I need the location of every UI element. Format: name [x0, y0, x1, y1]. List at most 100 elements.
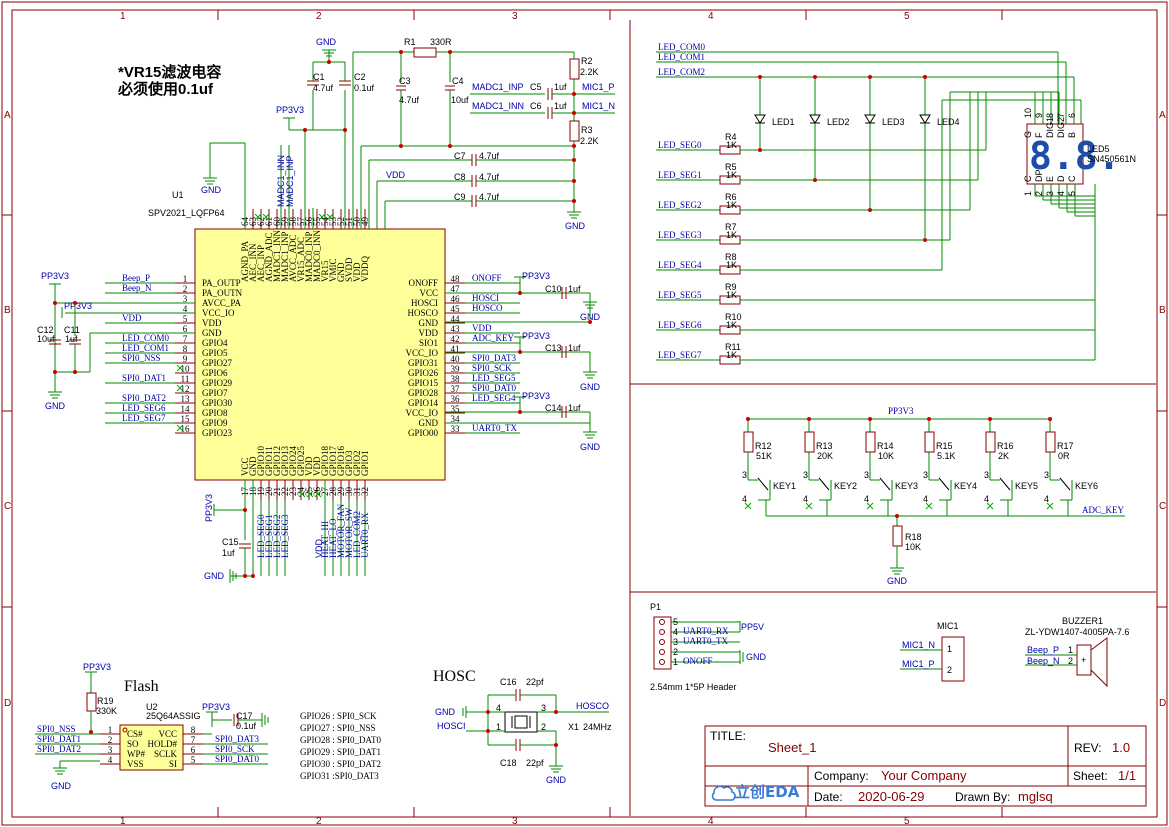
u1-net-label: LED_COM0 [122, 333, 169, 343]
u1-pin-name: GPIO16 [336, 445, 346, 476]
u1-pin-name: VDD [304, 456, 314, 476]
bottom-net-label: MOTOR_FAN [336, 503, 346, 558]
flash-pin-num: 2 [108, 735, 113, 745]
u1-pin-num: 36 [451, 394, 461, 404]
u1-pin-name: GPIO25 [296, 445, 306, 476]
hosc-gnd-left: GND [435, 707, 456, 717]
u1-pin-num: 54 [320, 217, 330, 227]
led-seg-label: LED_SEG0 [658, 140, 702, 150]
c1-ref: C1 [313, 72, 325, 82]
u1-pin-name: AEC_INP [256, 245, 266, 282]
drawn-key: Drawn By: [955, 790, 1010, 804]
u1-pin-name: GND [419, 418, 439, 428]
svg-text:2: 2 [541, 722, 546, 732]
p1-pp5v: PP5V [741, 622, 764, 632]
key-resistor [985, 431, 996, 453]
seg-resistor-value: 1K [726, 350, 737, 360]
pp3v3-top-label: PP3V3 [276, 105, 304, 115]
r2-value: 2.2K [580, 67, 599, 77]
key-resistor [865, 431, 876, 453]
u1-net-label: SPI0_NSS [122, 353, 161, 363]
u1-pin-name: GND [248, 456, 258, 476]
flash-net-label: SPI0_DAT3 [215, 734, 260, 744]
buzzer-beep-n: Beep_N [1027, 656, 1060, 666]
flash-pp3v3-b: PP3V3 [202, 702, 230, 712]
display-pin-num: 4 [1056, 191, 1066, 196]
p1-pin-num: 4 [673, 627, 678, 637]
u1-pin-num: 1 [183, 274, 188, 284]
p1-pin-num: 5 [673, 617, 678, 627]
svg-text:+: + [1081, 655, 1086, 665]
net-madc1-inn-top: MADC1_INN [276, 155, 286, 207]
u1-pin-name: GPIO30 [202, 398, 233, 408]
u1-pin-name: VDD [202, 318, 222, 328]
x1-ref: X1 [568, 722, 579, 732]
key-block: PP3V3R1251KKEY134R1320KKEY234R1410KKEY33… [742, 406, 1125, 586]
u1-pin-num: 45 [451, 304, 461, 314]
u1-pin-name: GND [419, 318, 439, 328]
u1-pin-name: PA_OUTP [202, 278, 241, 288]
right-decoupling: PP3V3 GND C10 1uf PP3V3 GND C13 1uf PP3V… [445, 271, 601, 452]
display-pin-num: 1 [1023, 191, 1033, 196]
gpio-spi-map-line: GPIO30 : SPI0_DAT2 [300, 759, 381, 769]
row-label-left: D [4, 698, 11, 709]
hosci-label: HOSCI [437, 721, 466, 731]
r18-value: 10K [905, 542, 921, 552]
u1-pin-num: 51 [344, 217, 354, 226]
u1-pin-name: AVCC_ADC [288, 235, 298, 282]
buzzer-ref: BUZZER1 [1062, 616, 1103, 626]
seg-resistor-ref: R7 [725, 222, 737, 232]
u1-net-label: UART0_TX [472, 423, 517, 433]
u1-net-label: SPI0_DAT2 [122, 393, 166, 403]
seg-resistor-ref: R5 [725, 162, 737, 172]
c9-ref: C9 [454, 192, 466, 202]
u1-pin-num: 43 [451, 324, 461, 334]
led-com-label: LED_COM0 [658, 42, 705, 52]
bottom-net-label: LED_COM2 [352, 511, 362, 558]
u1-pin-num: 37 [451, 384, 461, 394]
u1-pin-name: GPIO18 [320, 445, 330, 476]
net-mic1-p: MIC1_P [582, 82, 615, 92]
flash-pin-num: 5 [191, 755, 196, 765]
row-label-left: C [4, 501, 11, 512]
display-digits: 8.8. [1029, 134, 1121, 178]
key-ref: KEY2 [834, 481, 857, 491]
flash-pin-name: WP# [127, 749, 146, 759]
c17-ref: C17 [236, 711, 253, 721]
u1-pin-num: 21 [272, 487, 282, 496]
col-label-top: 1 [120, 11, 126, 22]
led-seg-label: LED_SEG2 [658, 200, 702, 210]
u1-pin-num: 15 [181, 414, 191, 424]
gnd-c13: GND [580, 382, 601, 392]
col-label-bottom: 1 [120, 816, 126, 827]
flash-net-label: SPI0_SCK [215, 744, 255, 754]
u1-pin-num: 49 [360, 217, 370, 227]
flash-net-label: SPI0_DAT2 [37, 744, 81, 754]
net-madc1-inn: MADC1_INN [472, 101, 524, 111]
u1-net-label: SPI0_DAT0 [472, 383, 517, 393]
key-resistor-value: 10K [878, 451, 894, 461]
pp3v3-right-1: PP3V3 [522, 271, 550, 281]
u1-pin-num: 19 [256, 487, 266, 497]
seg-resistor-value: 1K [726, 320, 737, 330]
c8-value: 4.7uf [479, 172, 500, 182]
flash-pin-name: VSS [127, 759, 144, 769]
flash-pin-name: VCC [158, 729, 177, 739]
u1-pin-name: GPIO10 [256, 445, 266, 476]
u1-pin-name: MADC0_INN [312, 229, 322, 282]
led-diode-icon [864, 114, 876, 124]
hosco-label: HOSCO [576, 701, 609, 711]
u1-net-label: LED_SEG5 [472, 373, 516, 383]
key-switch-icon [938, 477, 950, 491]
seg-resistor-value: 1K [726, 200, 737, 210]
seg-resistor-ref: R11 [725, 342, 741, 352]
top-passives: GND MADC1_INN MADC1_INP PP3V3 GND C1 4.7… [201, 37, 615, 231]
bottom-net-label: LED_SEG1 [264, 515, 274, 559]
u1-pin-name: GPIO14 [408, 398, 439, 408]
col-label-bottom: 4 [708, 816, 714, 827]
buzzer-beep-p: Beep_P [1027, 645, 1059, 655]
gnd-c9-label: GND [565, 221, 586, 231]
net-madc1-inp: MADC1_INP [472, 82, 524, 92]
u1-pin-num: 11 [181, 374, 190, 384]
gpio-spi-map-line: GPIO29 : SPI0_DAT1 [300, 747, 381, 757]
